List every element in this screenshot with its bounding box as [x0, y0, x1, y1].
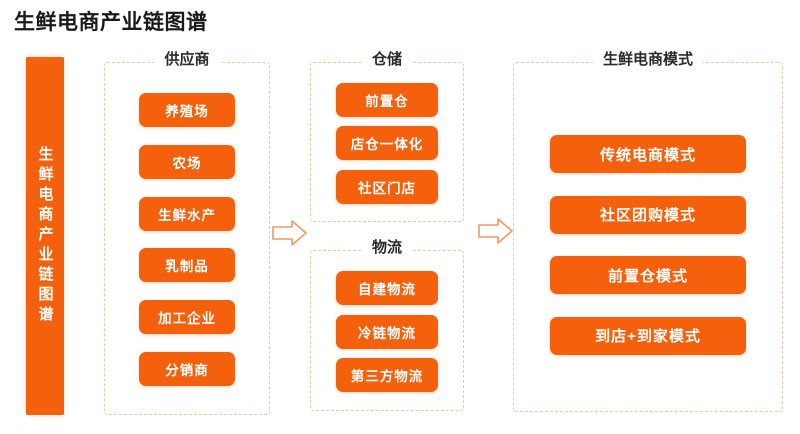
group-warehouse: 仓储 前置仓 店仓一体化 社区门店 [310, 51, 464, 222]
group-ecommerce-model: 生鲜电商模式 传统电商模式 社区团购模式 前置仓模式 到店+到家模式 [513, 51, 783, 412]
node-warehouse-1[interactable]: 前置仓 [336, 82, 438, 117]
page-title: 生鲜电商产业链图谱 [14, 11, 208, 34]
group-logistics: 物流 自建物流 冷链物流 第三方物流 [310, 239, 464, 411]
arrow-right-icon [272, 219, 308, 247]
group-warehouse-title: 仓储 [361, 51, 413, 69]
vertical-title-bar: 生鲜电商产业链图谱 [26, 57, 64, 415]
group-supplier-nodes: 养殖场 农场 生鲜水产 乳制品 加工企业 分销商 [105, 63, 269, 414]
node-supplier-6[interactable]: 分销商 [139, 352, 235, 387]
group-logistics-nodes: 自建物流 冷链物流 第三方物流 [311, 251, 463, 410]
node-logistics-2[interactable]: 冷链物流 [336, 314, 438, 349]
node-warehouse-2[interactable]: 店仓一体化 [336, 126, 438, 160]
group-supplier-title: 供应商 [154, 51, 220, 69]
arrow-right-icon [478, 217, 514, 245]
node-supplier-1[interactable]: 养殖场 [139, 92, 235, 127]
node-supplier-2[interactable]: 农场 [139, 144, 235, 179]
group-logistics-title: 物流 [361, 239, 413, 257]
group-warehouse-nodes: 前置仓 店仓一体化 社区门店 [311, 63, 463, 221]
node-supplier-5[interactable]: 加工企业 [139, 300, 235, 335]
group-ecommerce-model-title: 生鲜电商模式 [592, 51, 704, 69]
node-model-3[interactable]: 前置仓模式 [550, 256, 746, 295]
node-logistics-3[interactable]: 第三方物流 [336, 358, 438, 393]
node-model-1[interactable]: 传统电商模式 [550, 135, 746, 174]
node-warehouse-3[interactable]: 社区门店 [336, 169, 438, 204]
node-supplier-3[interactable]: 生鲜水产 [139, 196, 235, 231]
node-supplier-4[interactable]: 乳制品 [139, 248, 235, 283]
node-model-2[interactable]: 社区团购模式 [550, 195, 746, 234]
vertical-title-bar-label: 生鲜电商产业链图谱 [36, 146, 54, 326]
group-supplier: 供应商 养殖场 农场 生鲜水产 乳制品 加工企业 分销商 [104, 51, 270, 415]
node-logistics-1[interactable]: 自建物流 [336, 270, 438, 305]
node-model-4[interactable]: 到店+到家模式 [550, 316, 746, 355]
group-ecommerce-model-nodes: 传统电商模式 社区团购模式 前置仓模式 到店+到家模式 [514, 63, 782, 411]
